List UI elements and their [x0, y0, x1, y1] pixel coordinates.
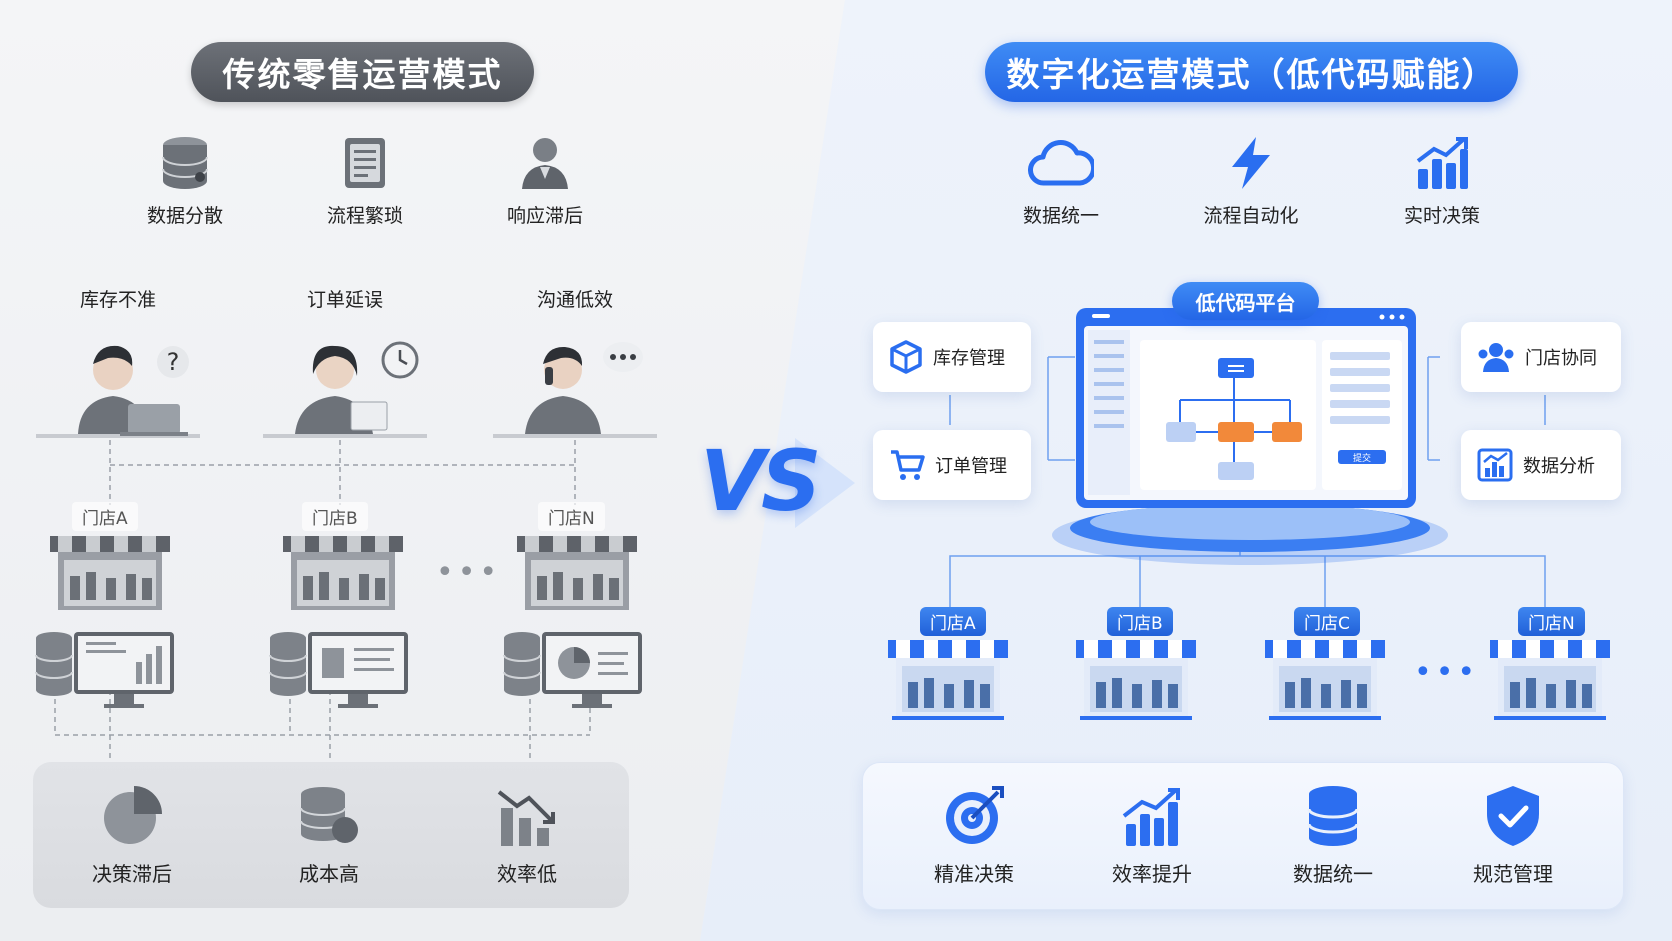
store-label: 门店N [1518, 607, 1585, 636]
module-label: 门店协同 [1525, 348, 1597, 369]
coins-icon [300, 787, 358, 843]
target-icon [946, 786, 1004, 844]
person-order: 订单延误 [255, 285, 435, 456]
blue-store-icon [1490, 640, 1610, 720]
ellipsis-dots: ••• [1414, 655, 1480, 690]
outcome-item: 成本高 [259, 784, 399, 887]
cart-icon [891, 450, 925, 480]
person-communication: 沟通低效 [485, 285, 665, 456]
database-icon [162, 137, 208, 189]
outcome-item: 规范管理 [1443, 784, 1583, 887]
document-icon [345, 138, 385, 188]
ellipsis-dots: ••• [436, 555, 502, 590]
store-label: 门店B [302, 502, 368, 531]
growth-chart-icon [1416, 137, 1468, 189]
top-icon-item: 实时决策 [1382, 135, 1502, 228]
lowcode-platform-screen[interactable]: 提交 [1040, 300, 1460, 568]
top-icon-label: 流程繁琐 [326, 205, 403, 227]
top-icon-item: 数据统一 [1001, 135, 1121, 228]
outcome-label: 精准决策 [934, 862, 1014, 886]
module-label: 订单管理 [935, 456, 1007, 477]
blue-store-icon [888, 640, 1008, 720]
outcome-label: 规范管理 [1473, 862, 1553, 886]
store-label: 门店C [1294, 607, 1360, 636]
pie-chart-icon [104, 786, 162, 844]
top-icon-item: 流程自动化 [1191, 135, 1311, 228]
traditional-title: 传统零售运营模式 [191, 42, 534, 102]
monitor-bar-chart [35, 632, 174, 708]
vs-arrow [795, 438, 855, 528]
chat-dots-icon [610, 354, 636, 360]
worker-call-illustration [493, 342, 657, 438]
store-label: 门店N [538, 502, 605, 531]
top-icon-label: 数据分散 [146, 205, 223, 227]
digital-title: 数字化运营模式（低代码赋能） [985, 42, 1518, 102]
worker-phone-illustration [263, 341, 427, 438]
outcome-label: 效率低 [497, 862, 557, 886]
top-icon-label: 响应滞后 [506, 205, 583, 227]
monitor-pie-chart [503, 632, 642, 708]
user-icon [522, 138, 568, 189]
monitor-document [269, 632, 408, 708]
top-icon-item: 响应滞后 [485, 135, 605, 228]
outcome-item: 精准决策 [904, 784, 1044, 887]
module-label: 数据分析 [1523, 456, 1595, 477]
growth-chart-icon [1122, 788, 1180, 846]
lightning-icon [1232, 137, 1270, 189]
outcome-label: 成本高 [299, 862, 359, 886]
box-icon [890, 340, 922, 374]
lowcode-platform-tag: 低代码平台 [1172, 282, 1319, 320]
gray-store-icon [283, 536, 403, 610]
person-label: 沟通低效 [536, 289, 613, 311]
module-order-card[interactable]: 订单管理 [873, 430, 1031, 500]
person-label: 库存不准 [79, 289, 156, 311]
store-label: 门店A [920, 607, 986, 636]
outcome-item: 效率低 [457, 784, 597, 887]
person-label: 订单延误 [306, 289, 383, 311]
outcome-label: 决策滞后 [92, 862, 172, 886]
store-label: 门店B [1107, 607, 1173, 636]
declining-chart-icon [497, 790, 555, 846]
database-icon [1307, 786, 1359, 846]
module-collab-card[interactable]: 门店协同 [1461, 322, 1621, 392]
store-label: 门店A [72, 502, 138, 531]
module-analytics-card[interactable]: 数据分析 [1461, 430, 1621, 500]
question-icon: ? [167, 348, 180, 376]
outcome-item: 效率提升 [1082, 784, 1222, 887]
analytics-icon [1477, 448, 1513, 482]
gray-store-icon [50, 536, 170, 610]
submit-button[interactable]: 提交 [1353, 452, 1371, 464]
cloud-icon [1028, 140, 1094, 186]
vs-label: VS [700, 432, 821, 530]
gray-store-icon [517, 536, 637, 610]
top-icon-label: 数据统一 [1022, 205, 1099, 227]
outcome-item: 数据统一 [1263, 784, 1403, 887]
module-inventory-card[interactable]: 库存管理 [873, 322, 1031, 392]
top-icon-item: 数据分散 [125, 135, 245, 228]
team-icon [1478, 343, 1514, 372]
top-icon-label: 实时决策 [1403, 205, 1480, 227]
person-inventory: 库存不准 ? [28, 285, 208, 456]
outcome-label: 数据统一 [1293, 862, 1373, 886]
shield-check-icon [1487, 786, 1539, 846]
module-label: 库存管理 [933, 348, 1005, 369]
outcome-label: 效率提升 [1112, 862, 1192, 886]
worker-laptop-illustration: ? [36, 345, 200, 438]
outcome-item: 决策滞后 [62, 784, 202, 887]
top-icon-label: 流程自动化 [1203, 205, 1299, 227]
top-icon-item: 流程繁琐 [305, 135, 425, 228]
blue-store-icon [1265, 640, 1385, 720]
blue-store-icon [1076, 640, 1196, 720]
